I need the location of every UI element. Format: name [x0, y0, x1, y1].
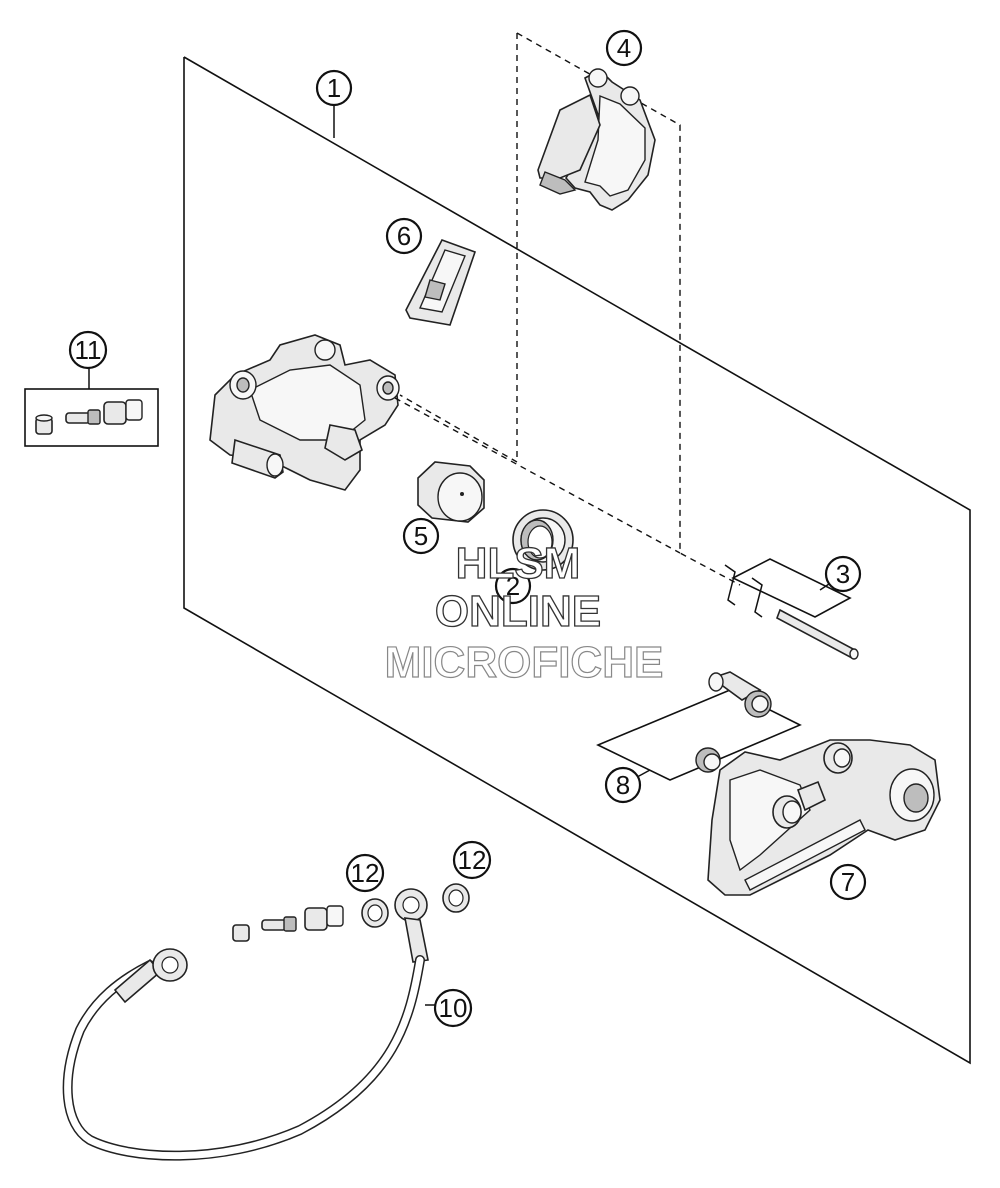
svg-text:2: 2 [506, 571, 520, 601]
caliper-piston[interactable] [417, 461, 485, 523]
callout-11: 11 [68, 330, 108, 370]
brake-caliper-body[interactable] [209, 334, 400, 491]
pad-pin-and-clips[interactable] [724, 558, 859, 660]
svg-text:1: 1 [327, 73, 341, 103]
svg-text:4: 4 [617, 33, 631, 63]
callout-4: 4 [605, 29, 643, 67]
callout-10: 10 [433, 988, 473, 1028]
watermark: HLSM ONLINE MICROFICHE [384, 538, 664, 687]
watermark-line-1: HLSM [456, 539, 581, 588]
brake-hose[interactable] [62, 888, 438, 1161]
piston-seal-ring[interactable] [512, 509, 574, 571]
svg-text:5: 5 [414, 521, 428, 551]
sealing-washers[interactable] [361, 883, 470, 928]
svg-text:10: 10 [439, 993, 468, 1023]
callout-5: 5 [402, 517, 440, 555]
callout-6: 6 [385, 217, 423, 255]
bleeder-parts-loose [232, 905, 344, 942]
callout-12-right: 12 [452, 840, 492, 880]
svg-text:11: 11 [75, 335, 102, 365]
brake-pads[interactable] [537, 68, 656, 211]
svg-text:7: 7 [841, 867, 855, 897]
bracket-pins-and-boots[interactable] [596, 671, 802, 783]
caliper-assembly-frame [183, 56, 971, 1065]
svg-text:8: 8 [616, 770, 630, 800]
svg-text:12: 12 [351, 858, 380, 888]
callout-1: 1 [315, 69, 353, 107]
callout-2: 2 [494, 567, 532, 605]
callout-12-left: 12 [345, 853, 385, 893]
callout-7: 7 [829, 863, 867, 901]
watermark-line-2: ONLINE [435, 587, 601, 636]
svg-text:12: 12 [458, 845, 487, 875]
bleeder-valve-kit[interactable] [24, 368, 159, 447]
pad-spring-clip[interactable] [405, 239, 477, 326]
svg-text:3: 3 [836, 559, 850, 589]
watermark-line-3: MICROFICHE [385, 638, 664, 687]
caliper-support-bracket[interactable] [707, 739, 941, 896]
svg-text:6: 6 [397, 221, 411, 251]
callout-3: 3 [824, 555, 862, 593]
callout-8: 8 [604, 766, 642, 804]
